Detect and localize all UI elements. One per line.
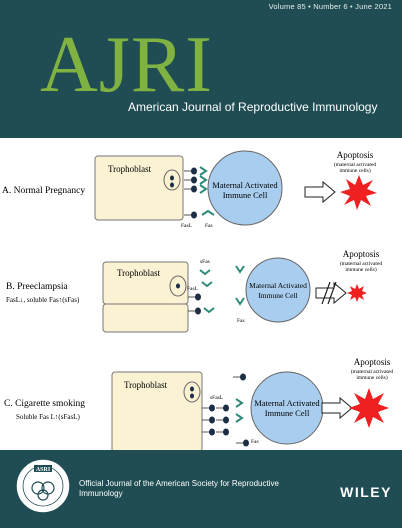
apoptosis-title: Apoptosis [337, 150, 374, 160]
soluble-fas [203, 307, 215, 314]
fasl-ligand [183, 167, 198, 175]
immune-cell-label-2: Immune Cell [258, 291, 297, 300]
fasl-dot [176, 283, 180, 289]
apoptosis-sub-2: immune cells) [339, 167, 370, 174]
panel-a-label: A. Normal Pregnancy [2, 186, 85, 196]
trophoblast-label: Trophoblast [108, 164, 152, 174]
panel-a: A. Normal Pregnancy Trophoblast FasL Fas… [2, 150, 377, 229]
journal-logo: AJRI [40, 21, 213, 109]
apoptosis-sub-1: (maternal activated [340, 260, 383, 267]
journal-subtitle: American Journal of Reproductive Immunol… [128, 100, 378, 114]
block-mark [321, 281, 331, 305]
apoptosis-sub-2: immune cells) [345, 266, 376, 273]
fas-label: Fas [237, 318, 245, 324]
result-arrow [304, 181, 336, 203]
nucleus [183, 381, 201, 403]
apoptosis-sub-1: (maternal activated [334, 161, 377, 168]
trophoblast-cell [94, 155, 184, 221]
seal-text: ASRI [36, 467, 51, 473]
fas-receptor [199, 175, 208, 185]
apoptosis-burst [340, 175, 377, 210]
fasl-label: FasL [187, 286, 199, 292]
asri-seal-logo: ASRI [15, 458, 71, 514]
sfasl-ligand [201, 404, 216, 412]
apoptosis-sub-2: immune cells) [356, 374, 387, 381]
fas-receptor [201, 209, 215, 216]
fasl-ligand [187, 293, 202, 301]
fas-label: Fas [205, 223, 213, 229]
fasl-label: FasL [181, 223, 193, 229]
fas-receptor [235, 413, 244, 423]
result-arrow [315, 282, 347, 304]
fas-label: Fas [251, 439, 259, 445]
panel-b: B. Preeclampsia FasL↓, soluble Fas↑(sFas… [6, 249, 383, 333]
cover-header: Volume 85 • Number 6 • June 2021 AJRI Am… [0, 0, 402, 138]
fas-receptor [235, 265, 245, 274]
fas-receptor [199, 184, 208, 194]
fas-receptor [199, 166, 208, 176]
panel-b-sublabel: FasL↓, soluble Fas↑(sFas) [6, 296, 80, 304]
panel-c-label: C. Cigarette smoking [4, 399, 85, 409]
sfasl-ligand [215, 404, 230, 412]
apoptosis-title: Apoptosis [354, 357, 391, 367]
official-journal-text: Official Journal of the American Society… [79, 479, 279, 498]
fas-receptor [235, 297, 245, 306]
fasl-ligand [183, 176, 198, 184]
sfasl-ligand [235, 439, 250, 447]
soluble-fas [201, 281, 213, 288]
apoptosis-burst [347, 284, 367, 302]
fasl-dot [170, 182, 174, 188]
immune-cell [207, 150, 283, 226]
block-mark [327, 281, 337, 305]
trophoblast-cell [111, 371, 203, 450]
apoptosis-burst [349, 388, 389, 428]
immune-cell [245, 257, 311, 323]
sfasl-ligand [201, 428, 216, 436]
sfasl-ligand [201, 416, 216, 424]
trophoblast-label: Trophoblast [117, 268, 161, 278]
soluble-fas [199, 269, 211, 276]
fasl-ligand [183, 185, 198, 193]
sfasl-label: sFasL [210, 395, 224, 401]
issue-info: Volume 85 • Number 6 • June 2021 [268, 2, 392, 11]
trophoblast-cell [102, 303, 189, 333]
panel-c-sublabel: Soluble Fas L↑(sFasL) [16, 413, 80, 421]
apoptosis-title: Apoptosis [343, 249, 380, 259]
fasl-dot [190, 386, 194, 392]
immune-cell-label-1: Maternal Activated [254, 398, 320, 408]
cover-footer: ASRI [0, 450, 402, 528]
immune-cell-label-2: Immune Cell [223, 190, 268, 200]
fas-pathway-diagram: A. Normal Pregnancy Trophoblast FasL Fas… [2, 150, 393, 450]
apoptosis-sub-1: (maternal activated [351, 368, 394, 375]
sfasl-ligand [215, 428, 230, 436]
panel-b-label: B. Preeclampsia [6, 282, 69, 292]
sfasl-ligand [215, 416, 230, 424]
immune-cell-label-2: Immune Cell [265, 408, 310, 418]
publisher-logo: WILEY [340, 484, 392, 500]
fasl-dot [170, 175, 174, 181]
fasl-ligand [187, 307, 202, 315]
immune-cell-label-1: Maternal Activated [212, 180, 278, 190]
panel-c: C. Cigarette smoking Soluble Fas L↑(sFas… [4, 357, 393, 450]
sfas-label: sFas [200, 259, 210, 265]
fas-receptor [235, 398, 244, 408]
immune-cell-label-1: Maternal Activated [249, 281, 307, 290]
fasl-ligand [183, 211, 198, 219]
cover-figure: A. Normal Pregnancy Trophoblast FasL Fas… [0, 138, 402, 450]
sfasl-ligand [232, 373, 247, 381]
result-arrow [321, 397, 353, 419]
trophoblast-label: Trophoblast [124, 380, 168, 390]
fasl-dot [190, 393, 194, 399]
